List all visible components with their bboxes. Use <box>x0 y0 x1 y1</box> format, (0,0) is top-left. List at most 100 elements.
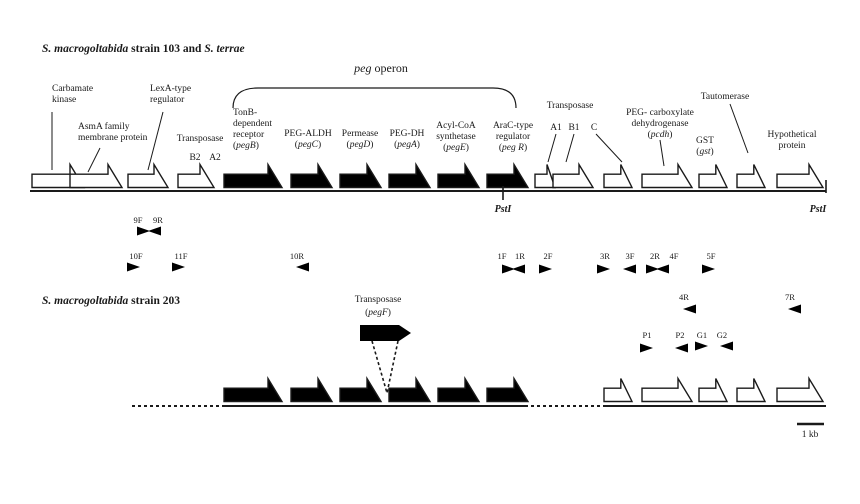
primer-arrow-9f <box>137 226 150 236</box>
gene-tautomerase-203 <box>736 378 767 403</box>
gene-label-acyl-coa-synthetase-line3: (pegE) <box>443 142 469 153</box>
primer-label-p1: P1 <box>643 330 652 340</box>
gene-label-tonb-dependent-receptor: TonB- <box>233 108 257 118</box>
primer-arrow-11f <box>172 262 185 272</box>
gene-label-hypothetical-protein-line2: protein <box>779 141 806 151</box>
gene-label-peg-carboxylate-dehydrogenase-line2: dehydrogenase <box>632 119 689 129</box>
primer-label-10f: 10F <box>129 251 143 261</box>
primer-label-4f: 4F <box>670 251 679 261</box>
primer-arrow-2r <box>646 264 659 274</box>
gene-pcdh <box>641 162 694 189</box>
track2-genes <box>223 376 825 403</box>
primer-label-5f: 5F <box>707 251 716 261</box>
gene-label-hypothetical-protein: Hypothetical <box>767 130 816 140</box>
primer-label-7r: 7R <box>785 292 795 302</box>
gene-pegc-203 <box>290 376 334 403</box>
gene-label-asma-family-membrane-protein: AsmA family <box>78 121 130 132</box>
primer-arrow-10r <box>296 262 309 272</box>
primer-arrow-g1 <box>695 341 708 351</box>
gene-label-permease: Permease <box>342 129 378 139</box>
pst-site-1: PstI <box>495 204 513 215</box>
label-a2: A2 <box>209 153 221 163</box>
gene-transposase-c <box>603 164 634 189</box>
gene-asma-membrane-protein <box>69 162 124 189</box>
track1-title: S. macrogoltabida strain 103 and S. terr… <box>42 43 245 55</box>
gene-pegb-203 <box>223 376 284 403</box>
gene-pega <box>388 162 432 189</box>
gene-label-peg-carboxylate-dehydrogenase: PEG- carboxylate <box>626 108 694 118</box>
gene-transposase-c-203 <box>603 378 634 403</box>
gene-pegr-203 <box>486 376 530 403</box>
gene-pegb <box>223 162 284 189</box>
gene-pega-203 <box>388 376 432 403</box>
primer-label-1f: 1F <box>498 251 507 261</box>
gene-label-peg-dh-line2: (pegA) <box>394 139 420 150</box>
primer-arrow-4f <box>656 264 669 274</box>
gene-label-tonb-dependent-receptor-line4: (pegB) <box>233 140 259 151</box>
insertion-line-left <box>371 340 388 394</box>
transposase-pegf-arrow <box>360 325 411 341</box>
primer-arrow-7r <box>788 304 801 314</box>
primer-arrow-3r <box>597 264 610 274</box>
gene-label-transposase-b2-a2: Transposase <box>177 134 224 144</box>
gene-label-tautomerase: Tautomerase <box>701 92 749 102</box>
gene-label-acyl-coa-synthetase-line2: synthetase <box>436 132 476 142</box>
gene-label-tonb-dependent-receptor-line2: dependent <box>233 119 272 129</box>
primer-label-2r: 2R <box>650 251 660 261</box>
label-b2: B2 <box>189 153 200 163</box>
gene-pegr <box>486 162 530 189</box>
primer-arrow-p2 <box>675 343 688 353</box>
gene-label-lexa-type-regulator-line2: regulator <box>150 95 185 105</box>
primer-label-10r: 10R <box>290 251 305 261</box>
operon-label: peg operon <box>353 61 408 75</box>
gene-label-lexa-type-regulator: LexA-type <box>150 84 191 94</box>
gene-label-gst-line2: (gst) <box>696 146 713 157</box>
gene-hypothetical-protein <box>776 162 825 189</box>
primer-label-2f: 2F <box>544 251 553 261</box>
insert-label-line1: Transposase <box>355 295 402 305</box>
primer-label-9r: 9R <box>153 215 163 225</box>
primer-label-3f: 3F <box>626 251 635 261</box>
gene-pege-203 <box>437 376 481 403</box>
primer-label-3r: 3R <box>600 251 610 261</box>
gene-label-arac-type-regulator: AraC-type <box>493 121 533 131</box>
gene-label-arac-type-regulator-line3: (peg R) <box>499 142 527 153</box>
primer-label-11f: 11F <box>175 251 188 261</box>
primer-arrow-2f <box>539 264 552 274</box>
leader-lines <box>51 103 749 173</box>
label-b1: B1 <box>568 123 579 133</box>
gene-label-carbamate-kinase-line2: kinase <box>52 95 76 105</box>
gene-transposase-b1 <box>552 162 595 189</box>
primer-label-g2: G2 <box>717 330 727 340</box>
primer-label-9f: 9F <box>134 215 143 225</box>
primer-label-4r: 4R <box>679 292 689 302</box>
scale-bar-label: 1 kb <box>802 430 819 440</box>
gene-transposase-b2-a2 <box>177 162 216 189</box>
primer-arrow-1r <box>512 264 525 274</box>
gene-label-carbamate-kinase: Carbamate <box>52 84 93 94</box>
gene-gst-203 <box>698 378 729 403</box>
insertion-line-right <box>386 340 399 394</box>
gene-pegd-203 <box>339 376 383 403</box>
primer-arrow-4r <box>683 304 696 314</box>
gene-lexa-regulator <box>127 162 170 189</box>
primer-arrow-5f <box>702 264 715 274</box>
primer-label-g1: G1 <box>697 330 707 340</box>
gene-gst <box>698 164 729 189</box>
gene-pegd <box>339 162 383 189</box>
gene-pcdh-203 <box>641 376 694 403</box>
gene-label-acyl-coa-synthetase: Acyl-CoA <box>436 121 476 131</box>
gene-label-arac-type-regulator-line2: regulator <box>496 132 531 142</box>
gene-label-peg-carboxylate-dehydrogenase-line3: (pcdh) <box>648 129 673 140</box>
gene-label-tonb-dependent-receptor-line3: receptor <box>233 130 265 140</box>
gene-label-peg-aldh-line2: (pegC) <box>295 139 321 150</box>
insert-label-line2: (pegF) <box>365 307 391 318</box>
gene-label-peg-aldh: PEG-ALDH <box>284 129 332 139</box>
gene-pegc <box>290 162 334 189</box>
primer-arrow-3f <box>623 264 636 274</box>
primer-arrow-p1 <box>640 343 653 353</box>
